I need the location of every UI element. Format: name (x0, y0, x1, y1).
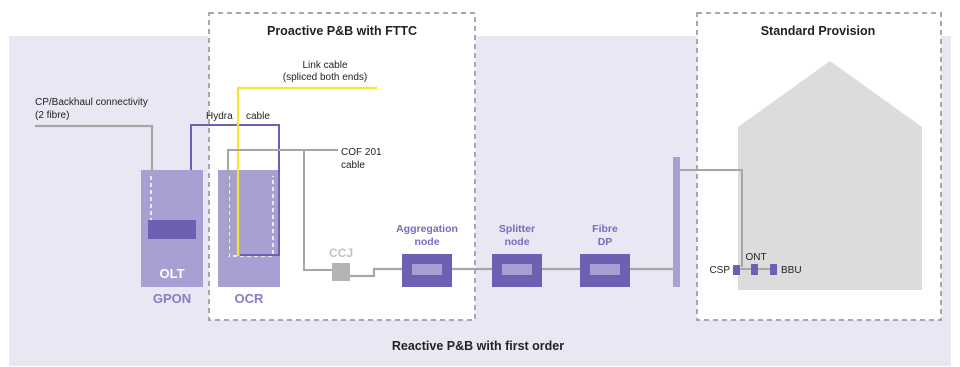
splitter-node-inner (502, 264, 532, 275)
olt-label: OLT (159, 266, 184, 281)
fibre-dp-label-1: Fibre (592, 223, 618, 235)
olt-card (148, 220, 196, 239)
cof-label-1: COF 201 (341, 147, 382, 158)
aggregation-label-2: node (414, 236, 439, 248)
hydra-cable-label: cable (246, 111, 270, 122)
ont-box (751, 264, 758, 275)
bbu-label: BBU (781, 265, 802, 276)
link-cable-label-1: Link cable (302, 60, 347, 71)
standard-title: Standard Provision (761, 24, 876, 38)
house-shape (738, 61, 922, 290)
csp-label: CSP (709, 265, 730, 276)
ccj-joint (332, 263, 350, 281)
gpon-label: GPON (153, 291, 191, 306)
ccj-label: CCJ (329, 246, 353, 260)
cof-cable (227, 149, 341, 271)
cof-label-2: cable (341, 160, 365, 171)
fibre-dp-inner (590, 264, 620, 275)
ocr-label: OCR (235, 291, 265, 306)
link-cable (236, 86, 377, 256)
cp-backhaul-label-1: CP/Backhaul connectivity (35, 97, 148, 108)
csp-box (733, 265, 740, 275)
link-cable-label-2: (spliced both ends) (283, 72, 368, 83)
bbu-box (770, 264, 777, 275)
fibre-dp-label-2: DP (598, 236, 613, 248)
drop-cable (680, 169, 743, 267)
splitter-label-2: node (504, 236, 529, 248)
ont-label: ONT (745, 252, 766, 263)
aggregation-node-inner (412, 264, 442, 275)
proactive-title: Proactive P&B with FTTC (267, 24, 417, 38)
hydra-label: Hydra (206, 111, 233, 122)
hydra-cable (190, 124, 280, 256)
backhaul-cable (35, 124, 154, 176)
splitter-label-1: Splitter (499, 223, 535, 235)
pole (673, 157, 680, 287)
aggregation-label-1: Aggregation (396, 223, 458, 235)
cp-backhaul-label-2: (2 fibre) (35, 110, 69, 121)
reactive-title: Reactive P&B with first order (392, 339, 564, 353)
